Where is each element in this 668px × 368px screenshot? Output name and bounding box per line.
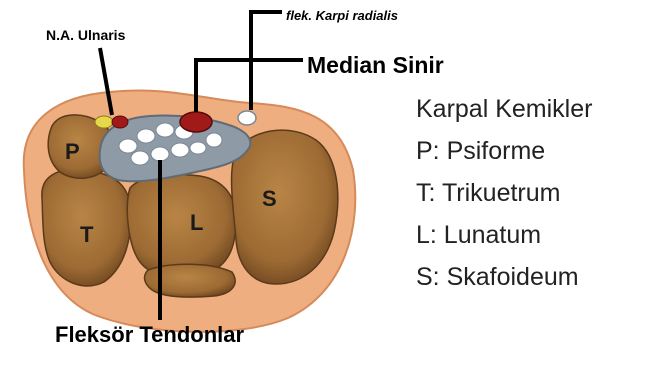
flexor-carpi-radialis-tendon [238, 111, 256, 125]
flexor-tendon [206, 133, 222, 147]
carpal-bones-legend: Karpal Kemikler P: Psiforme T: Trikuetru… [416, 88, 592, 298]
ulnar-artery [112, 116, 128, 128]
bone-letter-lunate: L [190, 210, 203, 235]
legend-item-pisiform: P: Psiforme [416, 130, 592, 172]
flexor-tendon [119, 139, 137, 153]
ulnar-nerve [95, 116, 113, 128]
flexor-tendon [190, 142, 206, 154]
legend-item-triquetrum: T: Trikuetrum [416, 172, 592, 214]
flexor-tendons-label: Fleksör Tendonlar [55, 322, 244, 348]
ulnar-nerve-artery-label: N.A. Ulnaris [46, 27, 125, 43]
flexor-carpi-radialis-label: flek. Karpi radialis [286, 8, 398, 23]
flexor-tendon [156, 123, 174, 137]
bone-letter-scaphoid: S [262, 186, 277, 211]
flexor-tendon [131, 151, 149, 165]
bone-letter-pisiform: P [65, 139, 80, 164]
flexor-tendon [171, 143, 189, 157]
flexor-tendon [151, 147, 169, 161]
bone-letter-triquetrum: T [80, 222, 94, 247]
median-nerve-label: Median Sinir [307, 52, 444, 79]
flexor-tendon [137, 129, 155, 143]
median-nerve [180, 112, 212, 132]
legend-title: Karpal Kemikler [416, 88, 592, 130]
lunate-bone [127, 175, 236, 279]
legend-item-scaphoid: S: Skafoideum [416, 256, 592, 298]
legend-item-lunate: L: Lunatum [416, 214, 592, 256]
